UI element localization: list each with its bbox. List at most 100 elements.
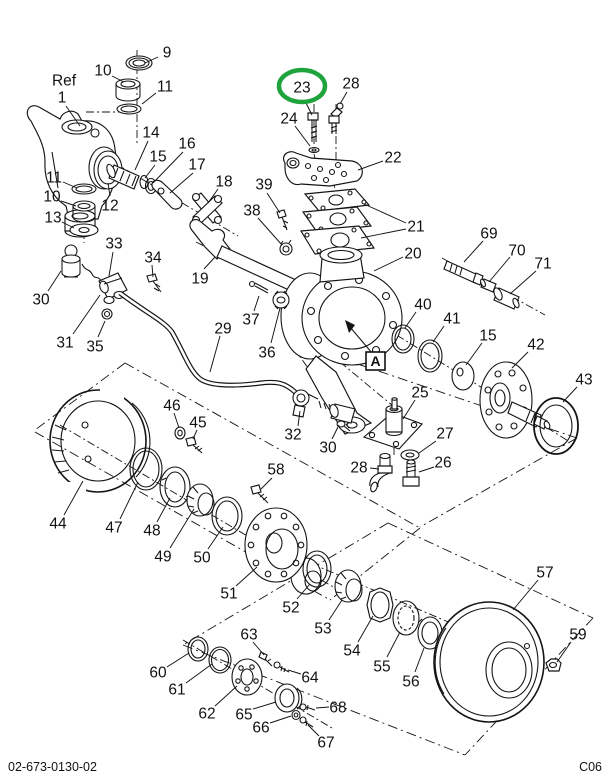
part-label-30a: 30 (32, 292, 50, 309)
leader-line-31 (72, 294, 101, 335)
leader-line-51 (235, 566, 258, 587)
leader-line-36 (270, 307, 281, 344)
part-label-19: 19 (191, 271, 208, 288)
leader-line-44 (63, 480, 84, 516)
part-label-9: 9 (163, 45, 172, 62)
leader-line-16 (152, 151, 184, 184)
part-label-53: 53 (314, 621, 331, 638)
leader-line-64 (287, 669, 302, 675)
part-label-32b: 32 (284, 427, 301, 444)
leader-line-27 (418, 440, 437, 454)
leader-line-34 (151, 264, 154, 278)
part-label-ref: Ref (52, 73, 77, 90)
part-label-31: 31 (56, 335, 73, 352)
part-label-15b: 15 (479, 328, 496, 345)
leader-line-25 (402, 399, 416, 420)
leader-line-18 (207, 188, 219, 204)
part-label-59: 59 (569, 627, 586, 644)
leader-line-14 (134, 140, 149, 171)
leader-line-54 (357, 615, 374, 643)
leader-line-56 (414, 647, 425, 673)
part-label-17: 17 (188, 157, 205, 174)
leader-line-33 (108, 251, 114, 277)
part-label-11b: 11 (46, 170, 62, 187)
part-label-34: 34 (144, 250, 162, 267)
part-label-40: 40 (414, 297, 432, 314)
leader-line-43 (562, 386, 578, 403)
part-label-67: 67 (317, 735, 334, 752)
leader-line-53 (328, 599, 343, 621)
leader-line-62 (214, 685, 238, 707)
part-label-47: 47 (105, 520, 122, 537)
part-label-49: 49 (154, 549, 171, 566)
part-label-25: 25 (411, 385, 428, 402)
part-label-35: 35 (86, 339, 103, 356)
part-label-11a: 11 (157, 79, 173, 96)
leader-line-10b (60, 200, 77, 207)
leader-line-15b (465, 342, 483, 366)
leader-line-55 (386, 631, 401, 658)
leader-line-49 (169, 508, 195, 549)
leader-line-63 (252, 641, 265, 656)
leader-line-39 (266, 192, 281, 214)
leader-line-28a (339, 91, 348, 105)
page-code: C06 (579, 760, 602, 774)
leader-line-66 (269, 715, 292, 724)
part-label-22: 22 (384, 150, 401, 167)
detail-box (365, 351, 386, 371)
leader-line-22 (357, 160, 384, 171)
part-label-51: 51 (220, 586, 237, 603)
part-label-36: 36 (258, 345, 275, 362)
part-label-71: 71 (534, 256, 551, 273)
part-label-63: 63 (240, 627, 257, 644)
part-label-15a: 15 (149, 149, 166, 166)
part-label-48: 48 (143, 523, 160, 540)
leader-line-13 (61, 221, 75, 229)
leader-line-11a (141, 92, 157, 105)
part-label-10a: 10 (94, 63, 112, 80)
part-label-64: 64 (301, 670, 319, 687)
leader-line-9 (144, 56, 159, 64)
part-label-10b: 10 (43, 189, 61, 206)
part-label-43: 43 (575, 372, 592, 389)
leader-line-23 (305, 102, 313, 116)
document-number: 02-673-0130-02 (8, 760, 97, 774)
part-label-12: 12 (101, 198, 118, 215)
leader-line-41 (432, 325, 445, 343)
part-label-44: 44 (49, 516, 67, 533)
leader-line-38 (257, 217, 283, 246)
part-label-66: 66 (252, 720, 269, 737)
leader-line-1 (65, 105, 81, 127)
part-label-68: 68 (329, 700, 346, 717)
leader-line-68 (315, 706, 330, 709)
detail-box-label: A (370, 353, 380, 369)
leader-line-21 (360, 228, 407, 239)
part-label-70: 70 (508, 243, 526, 260)
leader-line-61 (185, 663, 213, 684)
part-label-41: 41 (443, 311, 460, 328)
leader-line-29 (209, 335, 221, 373)
part-label-45: 45 (189, 415, 206, 432)
part-label-60: 60 (149, 665, 167, 682)
part-label-26: 26 (434, 455, 451, 472)
part-label-23: 23 (293, 80, 310, 97)
part-label-28a: 28 (342, 76, 359, 93)
leader-line-32b (297, 410, 301, 427)
part-label-29: 29 (214, 321, 231, 338)
leader-line-59 (556, 641, 572, 663)
leader-line-50 (207, 526, 224, 550)
leader-line-57 (512, 579, 539, 611)
leader-line-70 (488, 256, 511, 283)
part-label-33: 33 (105, 236, 122, 253)
part-label-38: 38 (243, 203, 260, 220)
part-label-13: 13 (44, 210, 61, 227)
part-label-54: 54 (343, 643, 361, 660)
leader-line-60 (166, 652, 190, 668)
leader-line-47 (119, 481, 139, 520)
part-label-42: 42 (527, 337, 544, 354)
part-label-28b: 28 (350, 460, 367, 477)
leader-line-26 (418, 466, 435, 473)
leader-line-35 (97, 320, 106, 338)
